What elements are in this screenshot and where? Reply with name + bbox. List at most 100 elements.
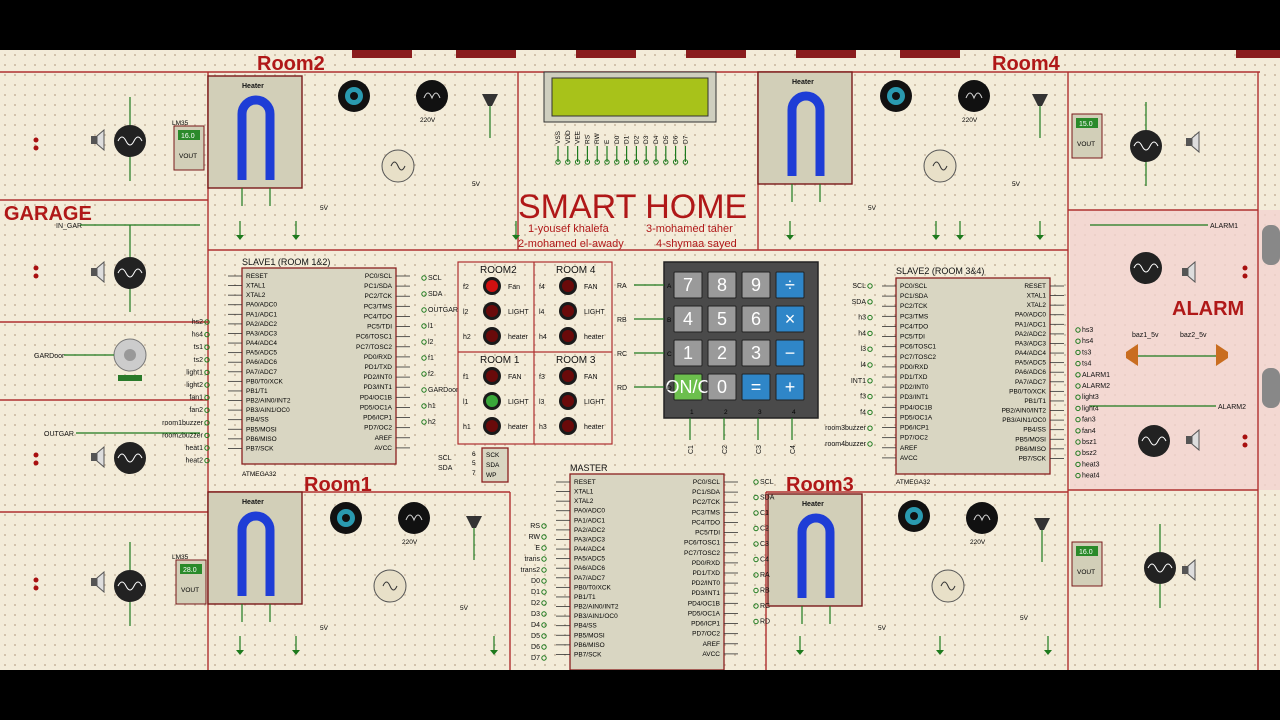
master-pin: PD6/ICP1 — [691, 621, 720, 628]
heater-label: Heater — [802, 501, 824, 508]
indicator-label: FAN — [584, 374, 598, 381]
slave1-net-l1: l1 — [428, 323, 434, 330]
voltage-5v: 5V — [1020, 615, 1029, 622]
keypad-row-label: B — [667, 317, 671, 324]
eeprom-pin-sda: SDA — [486, 462, 500, 469]
master-pin: PA4/ADC4 — [574, 546, 605, 553]
master-pin: PD3/INT1 — [691, 590, 720, 597]
baz2-net: baz2_5v — [1180, 332, 1207, 339]
master-net-RB: RB — [760, 588, 770, 595]
keypad-key-9[interactable]: 9 — [741, 271, 771, 299]
lm35-reading: 16.0 — [1079, 549, 1093, 556]
room4-label: Room4 — [992, 53, 1061, 75]
slave1-net-light1: light1 — [186, 369, 203, 376]
keypad-col-label: 4 — [792, 409, 796, 416]
lcd-display[interactable] — [543, 71, 717, 123]
indicator-label: LIGHT — [508, 309, 529, 316]
keypad-key-8[interactable]: 8 — [707, 271, 737, 299]
slave2-pin: PD5/OC1A — [900, 414, 933, 421]
keypad-key-+[interactable]: + — [775, 373, 805, 401]
slave2-pin: AVCC — [900, 455, 918, 462]
slave1-pin: PA6/ADC6 — [246, 359, 277, 366]
master-net-C4: C4 — [760, 557, 769, 564]
lcd-pin-d2: D2 — [633, 135, 640, 144]
slave2-net-ts4: ts4 — [1082, 361, 1091, 368]
keypad-key-label: 0 — [717, 377, 727, 397]
master-pin: PB6/MISO — [574, 642, 605, 649]
lm35-reading: 15.0 — [1079, 121, 1093, 128]
keypad-key-÷[interactable]: ÷ — [775, 271, 805, 299]
keypad-key-−[interactable]: − — [775, 339, 805, 367]
lcd-pin-vdd: VDD — [565, 130, 572, 144]
slave2-net-room4buzzer: room4buzzer — [825, 441, 867, 448]
heater-label: Heater — [242, 83, 264, 90]
slave2-net-l3: l3 — [861, 346, 867, 353]
eeprom-pinno-7: 7 — [472, 470, 476, 477]
slave2-pin: PA3/ADC3 — [1015, 340, 1046, 347]
slave1-pin: PC7/TOSC2 — [356, 344, 392, 351]
slave1-pin: PD1/TXD — [365, 364, 393, 371]
keypad-key-6[interactable]: 6 — [741, 305, 771, 333]
lm35-label: LM35 — [172, 120, 189, 127]
keypad-col-label: 3 — [758, 409, 762, 416]
slave2-chip[interactable]: SLAVE2 (ROOM 3&4)ATMEGA32PC0/SCLPC1/SDAP… — [825, 266, 1110, 486]
indicator-net: l2 — [463, 309, 469, 316]
keypad-key-onc[interactable]: ON/C — [666, 373, 711, 401]
slave2-pin: PB2/AIN0/INT2 — [1002, 408, 1047, 415]
keypad-key-=[interactable]: = — [741, 373, 771, 401]
keypad-row-label: A — [667, 283, 672, 290]
slave2-net-INT1: INT1 — [851, 378, 866, 385]
slave2-pin: PC2/TCK — [900, 303, 928, 310]
slave2-pin: RESET — [1024, 283, 1046, 290]
keypad-key-4[interactable]: 4 — [673, 305, 703, 333]
slave2-pin: PA7/ADC7 — [1015, 379, 1046, 386]
slave1-pin: PC0/SCL — [365, 273, 392, 280]
fan-motor — [330, 502, 362, 534]
keypad-key-7[interactable]: 7 — [673, 271, 703, 299]
alarm-zone — [1070, 210, 1280, 490]
slave1-part: ATMEGA32 — [242, 471, 277, 478]
indicator-group-title: ROOM 4 — [556, 265, 596, 276]
keypad-key-1[interactable]: 1 — [673, 339, 703, 367]
keypad-key-5[interactable]: 5 — [707, 305, 737, 333]
indicator-group-title: ROOM 3 — [556, 355, 596, 366]
master-pin: AVCC — [702, 651, 720, 658]
slave1-net-fan1: fan1 — [189, 395, 203, 402]
schematic-canvas[interactable]: Room2 Room4 GARAGE ALARM Room1 Room3 SMA… — [0, 50, 1280, 670]
master-net-D3: D3 — [531, 611, 540, 618]
keypad-key-3[interactable]: 3 — [741, 339, 771, 367]
outgar-net: OUTGAR — [44, 431, 74, 438]
master-pin: PB3/AIN1/OC0 — [574, 613, 618, 620]
room1-label: Room1 — [304, 474, 372, 496]
master-pin: XTAL1 — [574, 489, 594, 496]
slave2-net-h3: h3 — [858, 315, 866, 322]
master-chip[interactable]: MASTERRESETXTAL1XTAL2PA0/ADC0PA1/ADC1PA2… — [521, 463, 775, 670]
eeprom-chip[interactable]: SCK SDA WP 6 5 7 SCL SDA — [438, 447, 509, 483]
keypad-key-0[interactable]: 0 — [707, 373, 737, 401]
lm35-vout: VOUT — [181, 587, 199, 594]
keypad-col-net: C4 — [790, 445, 797, 454]
buzzer — [482, 94, 498, 138]
keypad-key-×[interactable]: × — [775, 305, 805, 333]
slave1-net-ts1: ts1 — [194, 344, 203, 351]
slave2-pin: PA5/ADC5 — [1015, 360, 1046, 367]
author-1: 1-yousef khalefa — [528, 223, 610, 235]
master-net-D0: D0 — [531, 578, 540, 585]
indicator-label: LIGHT — [584, 309, 605, 316]
slave2-net-ALARM1: ALARM1 — [1082, 372, 1110, 379]
slave2-pin: PB3/AIN1/OC0 — [1002, 417, 1046, 424]
slave1-chip[interactable]: SLAVE1 (ROOM 1&2)ATMEGA32RESETXTAL1XTAL2… — [162, 257, 459, 478]
slave2-net-f3: f3 — [860, 394, 866, 401]
master-pin: PB5/MOSI — [574, 632, 605, 639]
lamp: 220V — [398, 502, 430, 546]
lm35-vout: VOUT — [1077, 569, 1095, 576]
slave2-pin: PB0/T0/XCK — [1009, 388, 1047, 395]
indicator-label: heater — [508, 334, 529, 341]
master-pin: PD4/OC1B — [688, 600, 720, 607]
keypad-key-2[interactable]: 2 — [707, 339, 737, 367]
